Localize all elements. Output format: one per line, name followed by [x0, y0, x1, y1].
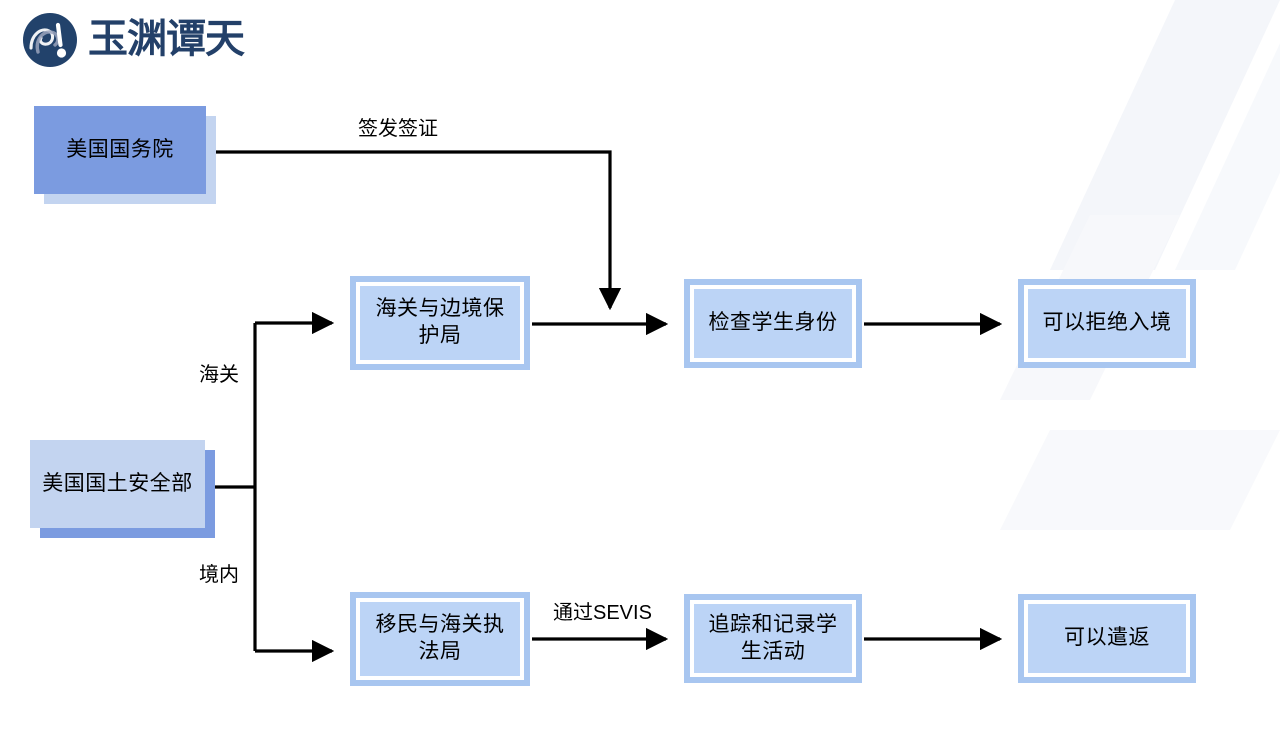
brand-logo: 玉渊谭天	[22, 12, 256, 68]
node-track-activity[interactable]: 追踪和记录学生活动	[684, 594, 862, 683]
edge-state-to-checkid	[206, 150, 622, 311]
node-face: 美国国土安全部	[30, 440, 205, 528]
brand-name-text: 玉渊谭天	[88, 16, 245, 61]
node-face: 追踪和记录学生活动	[694, 604, 852, 673]
node-face: 海关与边境保护局	[360, 286, 520, 360]
node-label: 追踪和记录学生活动	[708, 612, 838, 663]
wave-circle-logo-icon	[22, 12, 78, 68]
node-label: 可以拒绝入境	[1042, 311, 1172, 335]
node-label: 检查学生身份	[708, 311, 838, 335]
node-cbp[interactable]: 海关与边境保护局	[350, 276, 530, 370]
node-face: 可以遣返	[1028, 604, 1186, 673]
node-face: 检查学生身份	[694, 289, 852, 358]
node-label: 海关与边境保护局	[375, 297, 505, 347]
node-dhs[interactable]: 美国国土安全部	[30, 440, 215, 538]
node-face: 可以拒绝入境	[1028, 289, 1186, 358]
edge-label-domestic: 境内	[199, 564, 239, 586]
node-label: 可以遣返	[1064, 626, 1150, 650]
node-state-dept[interactable]: 美国国务院	[34, 106, 216, 204]
edge-label-via-sevis: 通过SEVIS	[553, 602, 652, 624]
brand-name: 玉渊谭天	[88, 12, 256, 68]
node-face: 移民与海关执法局	[360, 602, 520, 676]
node-ice[interactable]: 移民与海关执法局	[350, 592, 530, 686]
node-label: 移民与海关执法局	[375, 613, 505, 663]
edge-label-customs: 海关	[199, 364, 239, 386]
edge-label-issue-visa: 签发签证	[358, 118, 438, 140]
node-label: 美国国土安全部	[42, 471, 193, 495]
node-deny-entry[interactable]: 可以拒绝入境	[1018, 279, 1196, 368]
node-face: 美国国务院	[34, 106, 206, 194]
node-check-id[interactable]: 检查学生身份	[684, 279, 862, 368]
node-label: 美国国务院	[66, 137, 174, 161]
node-deport[interactable]: 可以遣返	[1018, 594, 1196, 683]
